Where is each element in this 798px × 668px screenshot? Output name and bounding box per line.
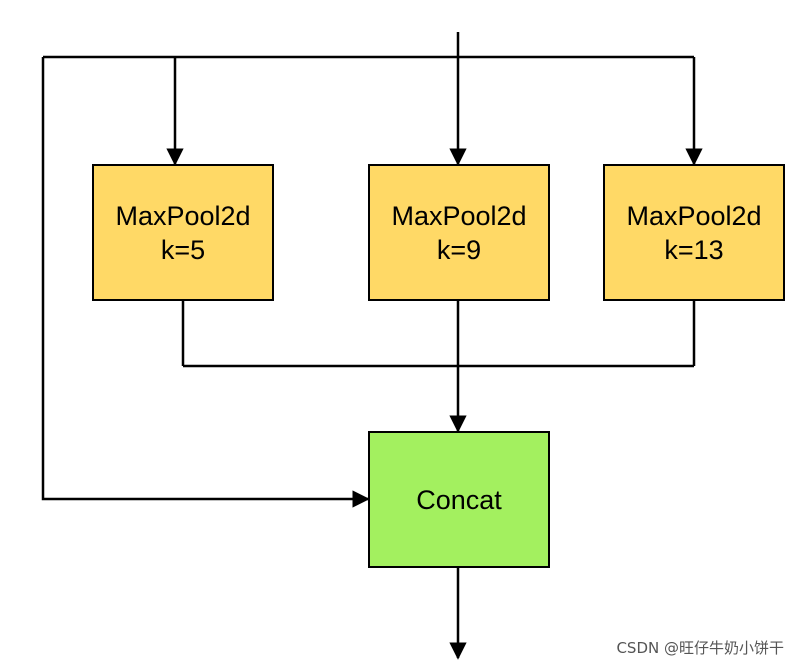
skip-connection bbox=[41, 57, 370, 508]
watermark: CSDN @旺仔牛奶小饼干 bbox=[616, 639, 784, 657]
block-title: MaxPool2d bbox=[115, 200, 251, 231]
block-title: MaxPool2d bbox=[626, 200, 762, 231]
block-param: k=5 bbox=[160, 234, 206, 265]
block-param: k=9 bbox=[436, 234, 482, 265]
concat-block: Concat bbox=[368, 431, 550, 568]
maxpool-block-k9: MaxPool2d k=9 bbox=[368, 164, 550, 301]
block-title: MaxPool2d bbox=[391, 200, 527, 231]
maxpool-block-k13: MaxPool2d k=13 bbox=[603, 164, 785, 301]
concat-label: Concat bbox=[416, 484, 502, 515]
maxpool-block-k5: MaxPool2d k=5 bbox=[92, 164, 274, 301]
block-param: k=13 bbox=[664, 234, 724, 265]
